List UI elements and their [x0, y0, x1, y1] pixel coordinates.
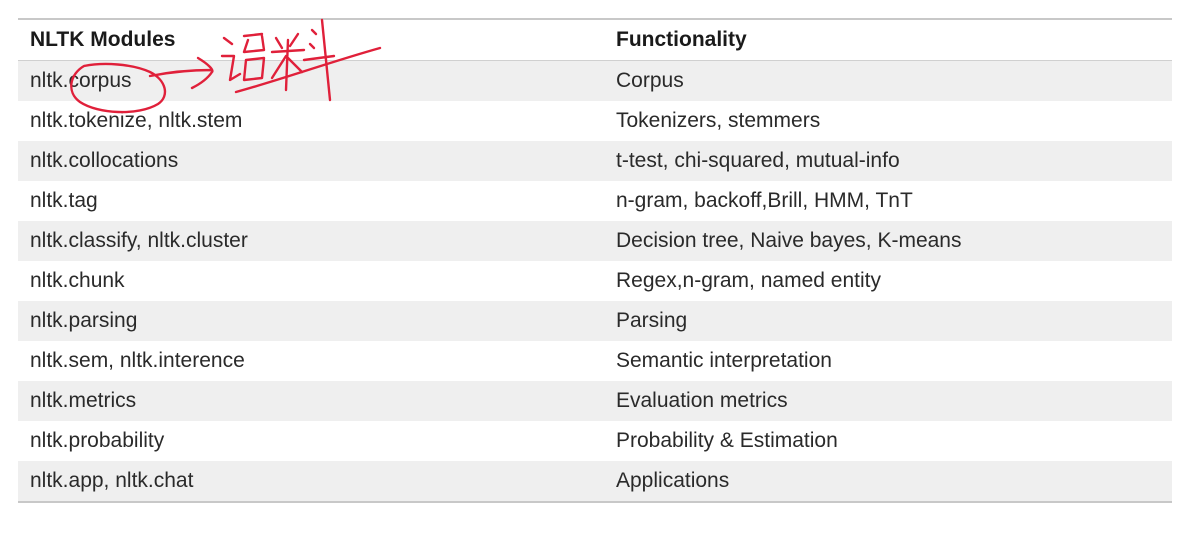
table-row: nltk.collocations t-test, chi-squared, m… — [18, 141, 1172, 181]
table-row: nltk.sem, nltk.interence Semantic interp… — [18, 341, 1172, 381]
table-row: nltk.app, nltk.chat Applications — [18, 461, 1172, 502]
table-row: nltk.parsing Parsing — [18, 301, 1172, 341]
functionality-cell: Regex,n-gram, named entity — [604, 261, 1172, 301]
table-row: nltk.tag n-gram, backoff,Brill, HMM, TnT — [18, 181, 1172, 221]
functionality-cell: Parsing — [604, 301, 1172, 341]
module-cell: nltk.collocations — [18, 141, 604, 181]
functionality-cell: n-gram, backoff,Brill, HMM, TnT — [604, 181, 1172, 221]
table-row: nltk.probability Probability & Estimatio… — [18, 421, 1172, 461]
table-row: nltk.corpus Corpus — [18, 60, 1172, 101]
functionality-cell: Corpus — [604, 60, 1172, 101]
functionality-cell: Applications — [604, 461, 1172, 502]
column-header-modules: NLTK Modules — [18, 19, 604, 61]
module-cell: nltk.sem, nltk.interence — [18, 341, 604, 381]
functionality-cell: Decision tree, Naive bayes, K-means — [604, 221, 1172, 261]
functionality-cell: t-test, chi-squared, mutual-info — [604, 141, 1172, 181]
column-header-functionality: Functionality — [604, 19, 1172, 61]
table-header-row: NLTK Modules Functionality — [18, 19, 1172, 61]
module-cell: nltk.parsing — [18, 301, 604, 341]
module-cell: nltk.app, nltk.chat — [18, 461, 604, 502]
module-cell: nltk.probability — [18, 421, 604, 461]
functionality-cell: Probability & Estimation — [604, 421, 1172, 461]
functionality-cell: Evaluation metrics — [604, 381, 1172, 421]
table-row: nltk.metrics Evaluation metrics — [18, 381, 1172, 421]
table-row: nltk.tokenize, nltk.stem Tokenizers, ste… — [18, 101, 1172, 141]
module-cell: nltk.tag — [18, 181, 604, 221]
module-cell: nltk.classify, nltk.cluster — [18, 221, 604, 261]
table-row: nltk.chunk Regex,n-gram, named entity — [18, 261, 1172, 301]
module-cell: nltk.chunk — [18, 261, 604, 301]
functionality-cell: Semantic interpretation — [604, 341, 1172, 381]
module-cell: nltk.tokenize, nltk.stem — [18, 101, 604, 141]
functionality-cell: Tokenizers, stemmers — [604, 101, 1172, 141]
nltk-modules-table: NLTK Modules Functionality nltk.corpus C… — [18, 18, 1172, 503]
module-cell: nltk.corpus — [18, 60, 604, 101]
table-row: nltk.classify, nltk.cluster Decision tre… — [18, 221, 1172, 261]
module-cell: nltk.metrics — [18, 381, 604, 421]
